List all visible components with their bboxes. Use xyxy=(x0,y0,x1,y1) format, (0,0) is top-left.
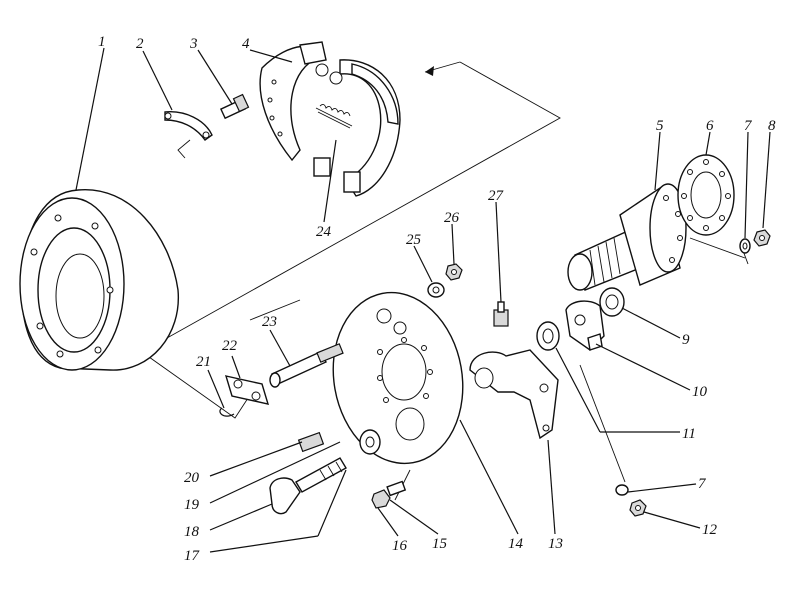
callout-24: 24 xyxy=(316,224,332,240)
bolt-15 xyxy=(371,480,407,509)
callout-7-upper: 7 xyxy=(744,118,753,134)
anchor-pin xyxy=(269,343,344,388)
callout-1: 1 xyxy=(98,34,106,50)
callout-7-lower: 7 xyxy=(698,476,707,492)
lock-clip xyxy=(219,407,235,417)
washer-25 xyxy=(427,282,445,298)
callout-27: 27 xyxy=(488,188,505,204)
callout-17: 17 xyxy=(184,548,201,564)
callout-6: 6 xyxy=(706,118,714,134)
nut-8 xyxy=(753,229,771,247)
grease-fitting xyxy=(493,301,509,327)
adjusting-lever xyxy=(565,300,605,351)
hub-flange xyxy=(567,183,687,291)
callout-21: 21 xyxy=(196,354,211,370)
bushing-20 xyxy=(297,431,325,453)
spacer-washer xyxy=(359,429,381,455)
callout-18: 18 xyxy=(184,524,200,540)
callout-14: 14 xyxy=(508,536,524,552)
washer-11 xyxy=(536,321,560,351)
callout-15: 15 xyxy=(432,536,448,552)
washer-7-upper xyxy=(739,238,751,254)
brake-camshaft xyxy=(269,457,347,515)
nut-12 xyxy=(629,499,647,517)
shoe-link xyxy=(164,111,213,141)
callout-4: 4 xyxy=(242,36,250,52)
callout-20: 20 xyxy=(184,470,200,486)
callout-19: 19 xyxy=(184,497,200,513)
callout-25: 25 xyxy=(406,232,422,248)
washer-9 xyxy=(599,287,625,317)
callout-16: 16 xyxy=(392,538,408,554)
bolt-3 xyxy=(219,93,250,120)
camshaft-bracket xyxy=(469,349,559,440)
brake-drum xyxy=(19,189,179,371)
callout-26: 26 xyxy=(444,210,460,226)
callout-22: 22 xyxy=(222,338,238,354)
nut-26 xyxy=(445,263,463,281)
callout-11: 11 xyxy=(682,426,696,442)
leader-lines xyxy=(75,47,771,553)
callout-3: 3 xyxy=(189,36,198,52)
callout-10: 10 xyxy=(692,384,708,400)
callout-2: 2 xyxy=(136,36,144,52)
callout-13: 13 xyxy=(548,536,563,552)
brake-shoes xyxy=(259,41,401,197)
callout-labels: 1 2 3 4 5 6 7 8 9 10 11 12 13 14 15 16 1… xyxy=(98,34,776,564)
callout-12: 12 xyxy=(702,522,718,538)
callout-5: 5 xyxy=(656,118,664,134)
callout-23: 23 xyxy=(262,314,277,330)
callout-8: 8 xyxy=(768,118,776,134)
backing-plate xyxy=(332,291,464,465)
callout-9: 9 xyxy=(682,332,690,348)
gasket xyxy=(677,154,735,236)
washer-7-lower xyxy=(615,484,629,496)
anchor-plate xyxy=(224,375,270,405)
